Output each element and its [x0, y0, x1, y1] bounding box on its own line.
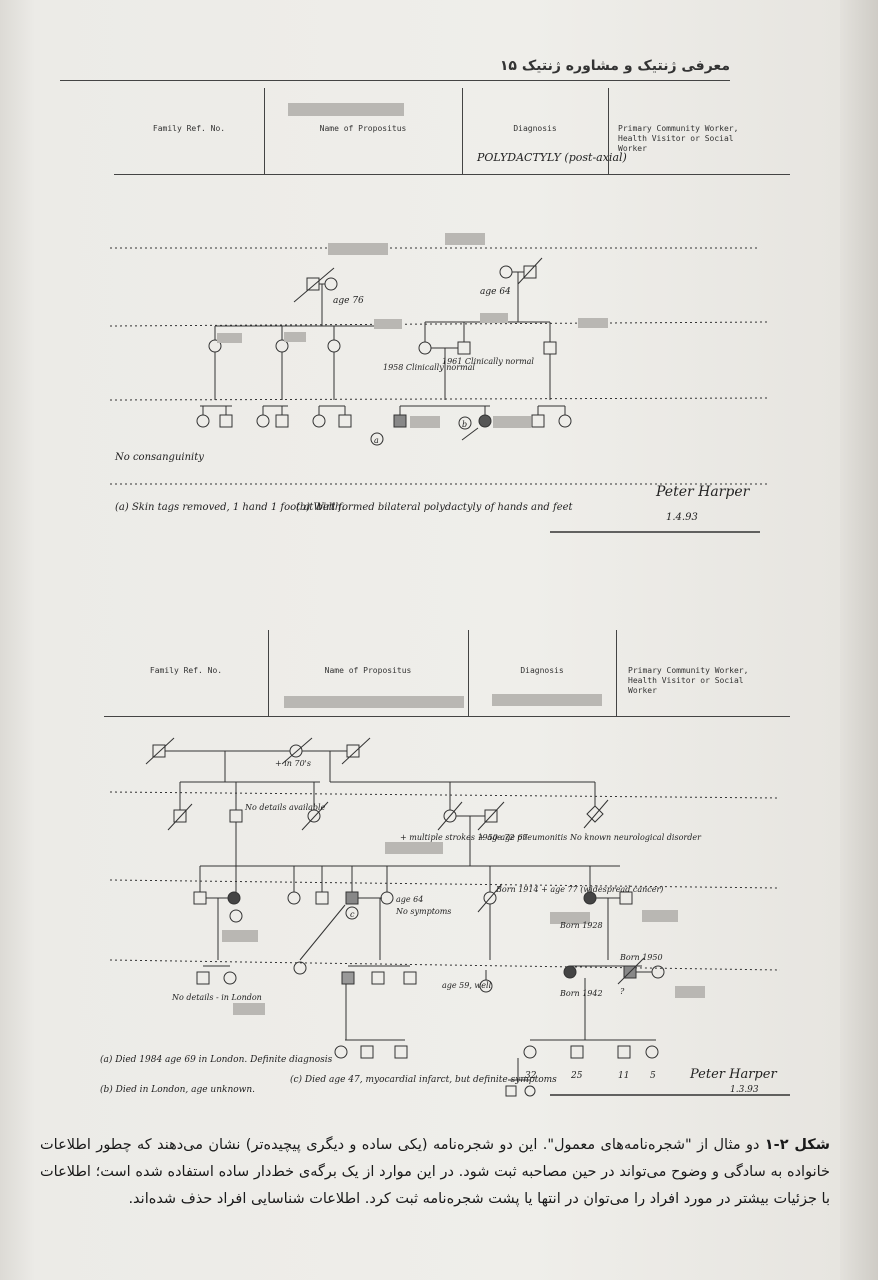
note-nosymp: No symptoms — [395, 907, 451, 916]
diagnosis-label: Diagnosis — [520, 666, 564, 675]
pedigree-form-1: Family Ref. No. Name of Propositus Diagn… — [60, 88, 790, 558]
note-c: c — [350, 910, 355, 919]
generation-line — [109, 879, 781, 889]
male-symbol — [306, 277, 320, 291]
header-rule — [60, 80, 730, 81]
note-born1914: Born 1914 + age 77 (widespread cancer) — [495, 885, 663, 894]
diagnosis-label: Diagnosis — [513, 124, 557, 133]
family-ref-label: Family Ref. No. — [152, 124, 226, 133]
propositus-label: Name of Propositus — [319, 124, 407, 133]
form-header-table: Family Ref. No. Name of Propositus Diagn… — [114, 88, 790, 175]
redaction — [492, 694, 602, 706]
family-ref-label: Family Ref. No. — [149, 666, 223, 675]
male-symbol — [543, 341, 557, 355]
generation-line — [109, 959, 781, 971]
redaction — [284, 696, 464, 708]
signature-date: 1.3.93 — [730, 1085, 759, 1095]
page-gutter — [840, 0, 878, 1280]
table-divider — [608, 88, 609, 174]
signature: Peter Harper — [689, 1067, 777, 1082]
male-symbol — [457, 341, 471, 355]
pedigree-chart-2: + in 70's No details available + multipl… — [100, 737, 790, 1097]
note-multiple: + multiple strokes 1950 age 67 — [400, 833, 529, 842]
deceased-slash — [293, 267, 335, 303]
female-symbol — [499, 265, 513, 279]
table-divider — [468, 630, 469, 716]
diagnosis-cell: Diagnosis — [468, 630, 616, 716]
note-1950: Born 1950 — [619, 953, 663, 962]
note-marker — [370, 432, 384, 446]
worker-label: Primary Community Worker, Health Visitor… — [628, 666, 749, 695]
note-c-text: (c) Died age 47, myocardial infarct, but… — [290, 1074, 557, 1085]
note-question: ? — [620, 987, 625, 996]
diagnosis-cell: Diagnosis — [462, 88, 608, 174]
running-title: معرفی ژنتیک و مشاوره ژنتیک ۱۵ — [499, 58, 730, 74]
male-symbol — [523, 265, 537, 279]
female-symbol — [418, 341, 432, 355]
note-marker-b: b — [462, 420, 467, 429]
table-divider — [268, 630, 269, 716]
note-1961: 1961 Clinically normal — [442, 357, 534, 366]
note-consanguinity: No consanguinity — [114, 452, 204, 463]
note-noknown: No known neurological disorder — [569, 833, 702, 842]
table-divider — [462, 88, 463, 174]
redaction — [288, 103, 404, 116]
note-pneumonitis: + age 72 pneumonitis — [478, 833, 567, 842]
page-header: معرفی ژنتیک و مشاوره ژنتیک ۱۵ — [0, 52, 790, 82]
generation-line — [109, 321, 771, 327]
worker-cell: Primary Community Worker, Health Visitor… — [608, 88, 790, 174]
propositus-cell: Name of Propositus — [268, 630, 468, 716]
note-1928: Born 1928 — [559, 921, 603, 930]
pedigree-form-2: Family Ref. No. Name of Propositus Diagn… — [60, 630, 790, 1120]
note-age59: age 59, well — [442, 981, 492, 990]
table-divider — [616, 630, 617, 716]
note-b-text: (b) Well formed bilateral polydactyly of… — [296, 502, 574, 513]
age-label: 32 — [525, 1071, 537, 1081]
propositus-cell: Name of Propositus — [264, 88, 462, 174]
form-header-table: Family Ref. No. Name of Propositus Diagn… — [104, 630, 790, 717]
affected-male — [393, 414, 407, 428]
note-marker-a: a — [374, 436, 379, 445]
note-a-text: (a) Died 1984 age 69 in London. Definite… — [100, 1054, 333, 1065]
worker-cell: Primary Community Worker, Health Visitor… — [616, 630, 790, 716]
generation-line — [109, 397, 771, 401]
table-bottom-rule — [104, 716, 790, 717]
note-1958: 1958 Clinically normal — [383, 363, 475, 372]
propositus-label: Name of Propositus — [324, 666, 412, 675]
figure-caption: شکل ۲-۱ دو مثال از "شجره‌نامه‌های معمول"… — [40, 1132, 830, 1213]
caption-label: شکل ۲-۱ — [764, 1137, 830, 1153]
table-divider — [264, 88, 265, 174]
signature-date: 1.4.93 — [666, 512, 698, 523]
proband-arrow — [461, 427, 479, 441]
female-symbol — [327, 339, 341, 353]
note-nodetails2: No details - in London — [171, 993, 262, 1002]
diagnosis-value: POLYDACTYLY (post-axial) — [477, 151, 627, 164]
note-marker — [458, 416, 472, 430]
worker-label: Primary Community Worker, Health Visitor… — [618, 124, 739, 153]
signature: Peter Harper — [655, 484, 751, 500]
note-70s: + in 70's — [275, 759, 311, 768]
generation-line — [109, 791, 781, 799]
affected-female — [478, 414, 492, 428]
family-ref-cell: Family Ref. No. — [104, 630, 268, 716]
age-label: 5 — [650, 1071, 656, 1081]
note-a-text: (a) Skin tags removed, 1 hand 1 foot at … — [115, 502, 345, 513]
note-1942: Born 1942 — [559, 989, 603, 998]
note-age76: age 76 — [333, 296, 364, 306]
note-age64: age 64 — [480, 287, 511, 297]
deceased-slash — [517, 257, 543, 285]
table-bottom-rule — [114, 174, 790, 175]
female-symbol — [324, 277, 338, 291]
caption-text: دو مثال از "شجره‌نامه‌های معمول". این دو… — [40, 1137, 830, 1207]
note-b-text: (b) Died in London, age unknown. — [100, 1084, 255, 1095]
family-ref-cell: Family Ref. No. — [114, 88, 264, 174]
pedigree-chart-1: age 76 age 64 1958 Clinically normal 196… — [109, 233, 771, 533]
note-nodetails1: No details available — [244, 803, 326, 812]
age-label: 11 — [618, 1071, 629, 1081]
age-label: 25 — [570, 1071, 583, 1081]
note-age64: age 64 — [396, 895, 423, 904]
